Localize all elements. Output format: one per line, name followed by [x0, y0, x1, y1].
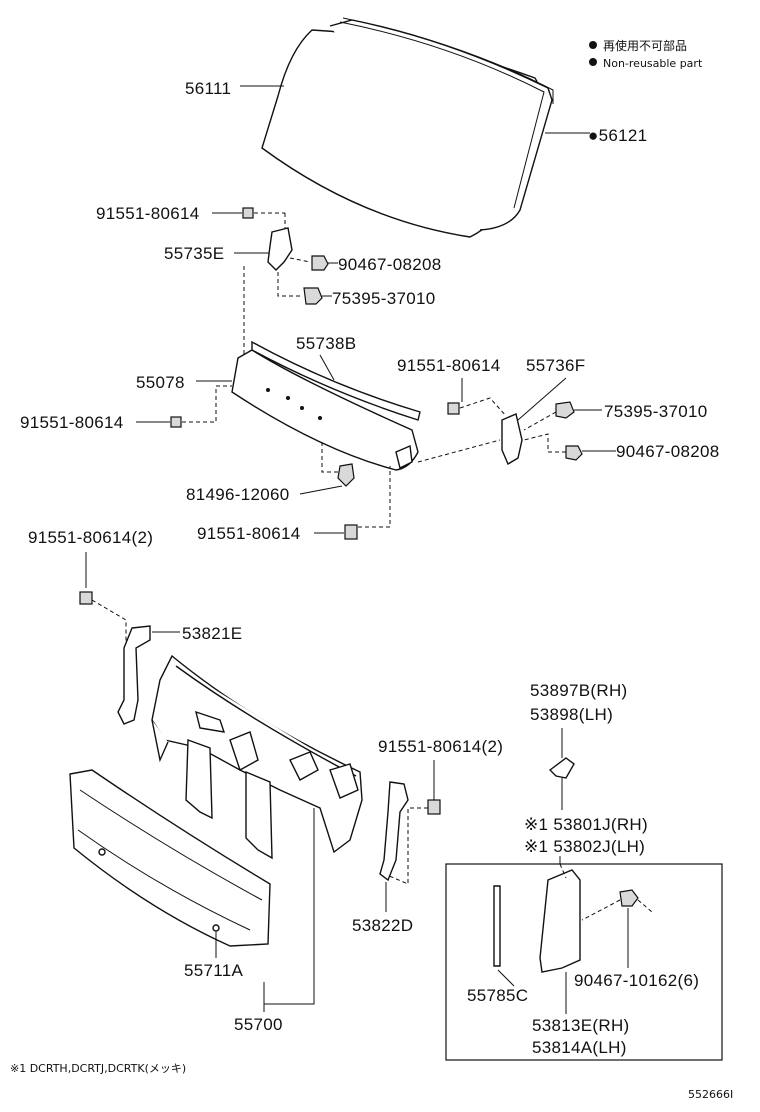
- footnote: ※1 DCRTH,DCRTJ,DCRTK(メッキ): [10, 1062, 186, 1075]
- label-55736F: 55736F: [526, 356, 585, 375]
- label-53821E: 53821E: [182, 624, 242, 643]
- bolt-icon: [79, 591, 93, 605]
- label-91551-80614-upper: 91551-80614: [96, 204, 200, 223]
- label-55078: 55078: [136, 373, 185, 392]
- label-81496-12060: 81496-12060: [186, 485, 290, 504]
- label-55735E: 55735E: [164, 244, 224, 263]
- legend-jp: 再使用不可部品: [603, 38, 687, 53]
- bolt-icon: [242, 207, 254, 219]
- label-55711A: 55711A: [184, 961, 244, 980]
- molding-55785C-part: [493, 885, 501, 967]
- label-91551-80614-2-left: 91551-80614(2): [28, 528, 153, 547]
- bolt-icon: [447, 402, 460, 415]
- garnish-53813E-part: [539, 869, 581, 973]
- clip-icon: [619, 889, 639, 907]
- clip-81496-part: [337, 463, 355, 487]
- bolt-icon: [427, 799, 441, 815]
- sub-assembly-box: [445, 863, 723, 1061]
- label-91551-80614-right: 91551-80614: [397, 356, 501, 375]
- label-56121: ●56121: [588, 126, 647, 145]
- label-55738B: 55738B: [296, 334, 356, 353]
- bracket-53822D-part: [379, 781, 409, 882]
- pad-53897B-part: [548, 757, 575, 779]
- label-75395-37010-upper: 75395-37010: [332, 289, 436, 308]
- label-91551-80614-2-right: 91551-80614(2): [378, 737, 503, 756]
- label-53802J-LH: ※1 53802J(LH): [524, 837, 645, 856]
- cowl-louver-part: [69, 769, 271, 947]
- bracket-55736F-part: [501, 413, 523, 466]
- windshield-glass-part: [261, 19, 553, 238]
- legend-en: Non-reusable part: [603, 57, 703, 70]
- label-90467-08208-right: 90467-08208: [616, 442, 720, 461]
- label-53897B-RH: 53897B(RH): [530, 681, 628, 700]
- label-53822D: 53822D: [352, 916, 413, 935]
- figure-id: 552666I: [688, 1088, 733, 1101]
- clip-icon: [555, 401, 575, 419]
- bolt-icon: [170, 416, 182, 428]
- label-90467-08208-upper: 90467-08208: [338, 255, 442, 274]
- label-56111: 56111: [185, 79, 231, 98]
- clip-icon: [311, 255, 329, 271]
- label-91551-80614-lower: 91551-80614: [197, 524, 301, 543]
- non-reusable-bullet-icon: [589, 41, 597, 49]
- label-55785C: 55785C: [467, 986, 528, 1005]
- label-53898-LH: 53898(LH): [530, 705, 613, 724]
- label-53814A-LH: 53814A(LH): [532, 1038, 627, 1057]
- label-90467-10162-6: 90467-10162(6): [574, 971, 699, 990]
- label-53813E-RH: 53813E(RH): [532, 1016, 630, 1035]
- clip-icon: [565, 445, 583, 461]
- non-reusable-bullet-icon: [589, 58, 597, 66]
- label-75395-37010-right: 75395-37010: [604, 402, 708, 421]
- bracket-55735E-part: [267, 227, 293, 271]
- label-53801J-RH: ※1 53801J(RH): [524, 815, 648, 834]
- bracket-53821E-part: [117, 625, 151, 725]
- label-91551-80614-left: 91551-80614: [20, 413, 124, 432]
- bolt-icon: [344, 524, 358, 540]
- cowl-panel-assembly-part: [151, 654, 363, 860]
- clip-icon: [303, 287, 323, 305]
- label-55700: 55700: [234, 1015, 283, 1034]
- windshield-weatherstrip-part: [342, 17, 554, 104]
- cowl-seal-part: [251, 340, 421, 421]
